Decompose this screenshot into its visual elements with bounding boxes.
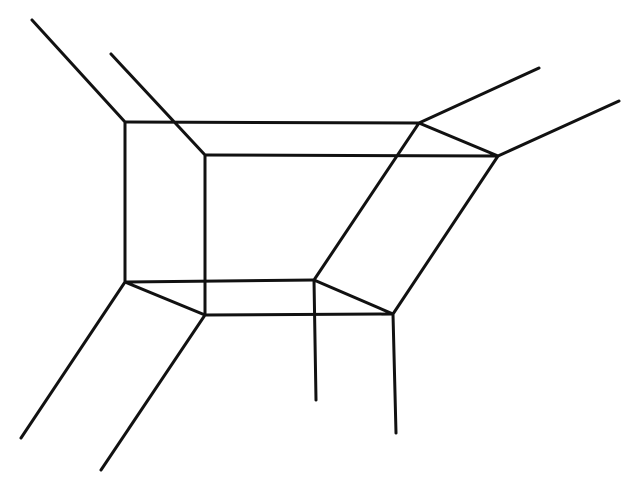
edge-back-right-slant [312, 121, 421, 282]
edge-bottom-left-inner-leg [99, 313, 207, 472]
edge-front-bottom [203, 312, 395, 317]
edge-bottom-right-join [312, 278, 395, 316]
edge-top-right-join [417, 121, 500, 158]
edge-bottom-right-inner-leg [391, 312, 398, 435]
wireframe-edges [19, 18, 621, 472]
edge-top-left-inner-leg [109, 52, 207, 157]
edge-bottom-left-join [123, 280, 207, 317]
edge-front-top [203, 153, 500, 158]
edge-top-left-outer-leg [30, 18, 127, 124]
edge-front-right-slant [391, 154, 500, 316]
edge-bottom-left-outer-leg [19, 280, 127, 440]
edge-back-bottom [123, 278, 316, 284]
edge-top-right-outer-leg [417, 66, 541, 125]
edge-back-top [123, 120, 421, 125]
edge-bottom-right-outer-leg [312, 278, 318, 402]
edge-top-right-inner-leg [496, 99, 621, 158]
